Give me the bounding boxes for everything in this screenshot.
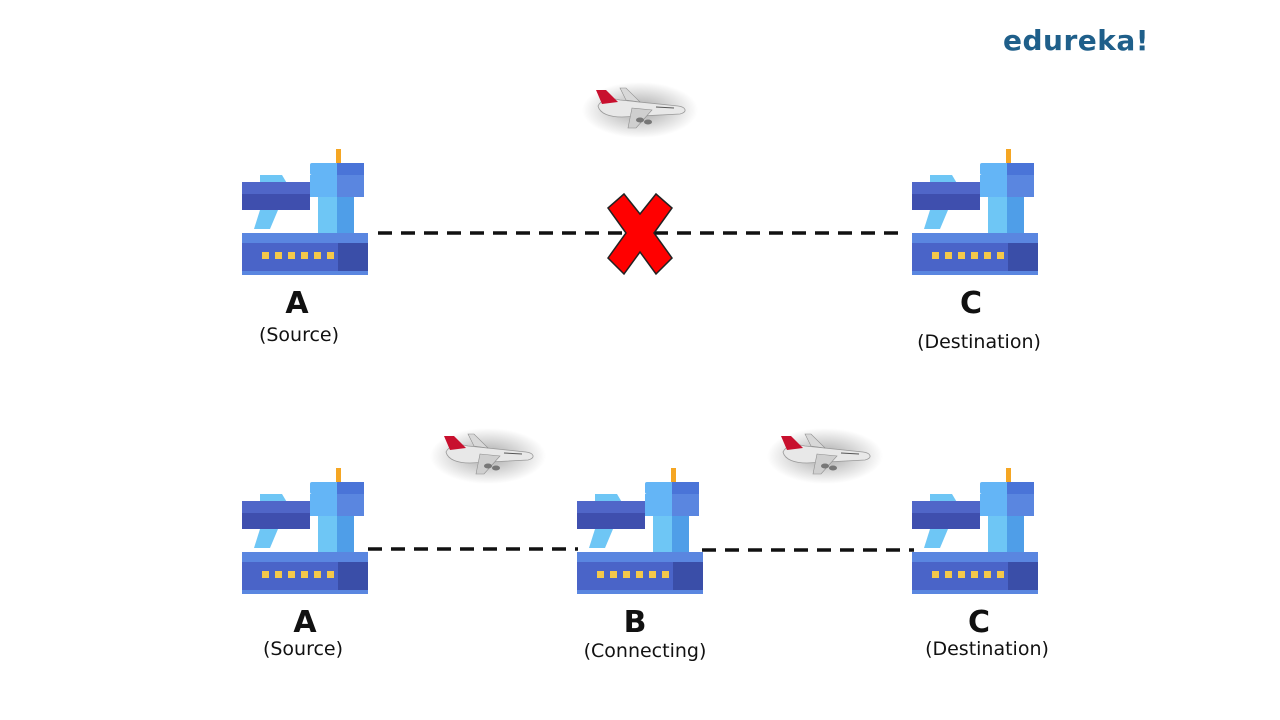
airplane-icon (581, 81, 699, 139)
node-letter-source: A (285, 286, 309, 321)
airplane-icon (429, 427, 547, 485)
airport-icon (242, 468, 368, 594)
node-letter-destination: C (959, 286, 983, 321)
node-role-destination: (Destination) (917, 331, 1041, 353)
node-letter-connecting: B (623, 605, 647, 640)
airport-icon (577, 468, 703, 594)
node-role-connecting: (Connecting) (583, 640, 707, 662)
airport-icon (912, 468, 1038, 594)
red-x-icon (606, 192, 674, 276)
node-letter-source: A (293, 605, 317, 640)
node-role-source: (Source) (262, 638, 344, 660)
node-letter-destination: C (967, 605, 991, 640)
brand-logo: edureka! (1003, 24, 1150, 57)
airplane-icon (766, 427, 884, 485)
connecting-route-line (368, 547, 914, 552)
node-role-destination: (Destination) (925, 638, 1049, 660)
airport-icon (242, 149, 368, 275)
airport-icon (912, 149, 1038, 275)
node-role-source: (Source) (258, 324, 340, 346)
